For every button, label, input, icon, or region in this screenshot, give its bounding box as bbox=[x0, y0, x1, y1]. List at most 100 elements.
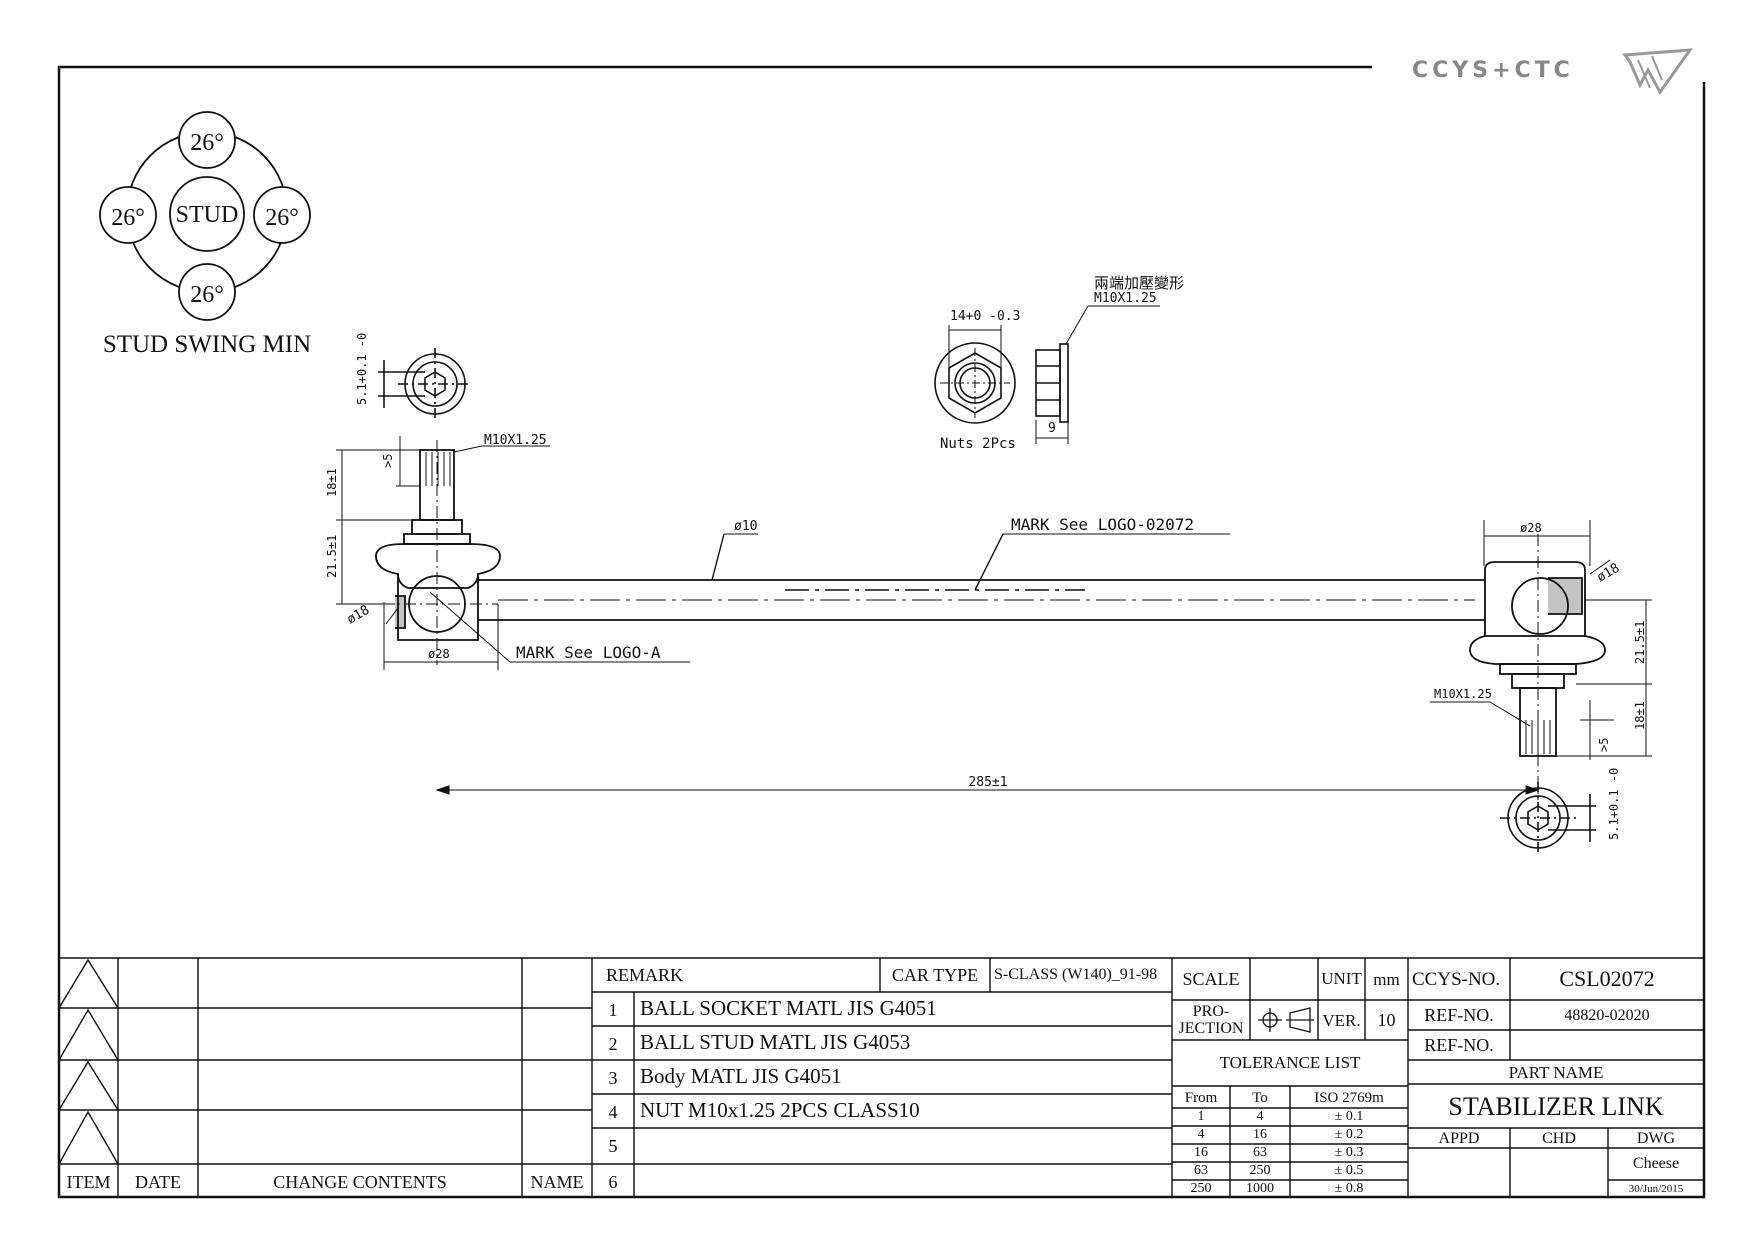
remark-item-no: 6 bbox=[608, 1172, 618, 1192]
projection-label-2: JECTION bbox=[1178, 1020, 1244, 1037]
unit-label: UNIT bbox=[1321, 969, 1362, 988]
dwg-by: Cheese bbox=[1632, 1155, 1680, 1172]
part-name-value: STABILIZER LINK bbox=[1448, 1092, 1664, 1121]
remark-item-no: 4 bbox=[608, 1102, 618, 1122]
tol-header-iso: ISO 2769m bbox=[1314, 1090, 1384, 1106]
dwg-label: DWG bbox=[1636, 1130, 1676, 1147]
chd-label: CHD bbox=[1542, 1130, 1576, 1147]
stud-swing-diagram bbox=[99, 111, 311, 321]
remark-item-text: NUT M10x1.25 2PCS CLASS10 bbox=[640, 1098, 920, 1122]
dim-overall-length: 285±1 bbox=[968, 775, 1007, 790]
left-ball-joint bbox=[375, 440, 501, 665]
tol-to: 4 bbox=[1256, 1109, 1264, 1124]
tol-from: 1 bbox=[1197, 1109, 1205, 1124]
ccys-no-value: CSL02072 bbox=[1559, 966, 1655, 991]
brand-logo-icon bbox=[1622, 48, 1694, 95]
remark-item-text: BALL STUD MATL JIS G4053 bbox=[640, 1030, 911, 1054]
hex-socket-bottom-view bbox=[1500, 782, 1596, 854]
dim-dia28-right: ø28 bbox=[1520, 521, 1542, 535]
ref-no-value-1: 48820-02020 bbox=[1564, 1007, 1650, 1024]
swing-angle-left: 26° bbox=[111, 205, 145, 231]
tol-value: ± 0.2 bbox=[1334, 1127, 1364, 1142]
dim-dia18-left: ø18 bbox=[345, 603, 373, 628]
tol-value: ± 0.8 bbox=[1334, 1181, 1364, 1196]
unit-value: mm bbox=[1373, 970, 1400, 989]
tol-value: ± 0.5 bbox=[1334, 1163, 1364, 1178]
appd-label: APPD bbox=[1438, 1130, 1480, 1147]
remark-item-no: 1 bbox=[608, 1000, 618, 1020]
right-ball-joint bbox=[1469, 534, 1606, 800]
drawing-border bbox=[57, 65, 1706, 1199]
swing-angle-top: 26° bbox=[190, 130, 224, 156]
dim-nut-thickness: 9 bbox=[1048, 421, 1056, 436]
car-type-value: S-CLASS (W140)_91-98 bbox=[994, 966, 1158, 983]
dim-nut-width: 14+0 -0.3 bbox=[950, 309, 1020, 324]
swing-angle-right: 26° bbox=[265, 205, 299, 231]
tol-header-from: From bbox=[1184, 1090, 1218, 1106]
nut-process-note: 兩端加壓變形 bbox=[1094, 274, 1184, 292]
swing-angle-bottom: 26° bbox=[190, 282, 224, 308]
rev-header-date: DATE bbox=[135, 1172, 181, 1192]
nut-quantity-note: Nuts 2Pcs bbox=[940, 436, 1016, 452]
nut-side-view bbox=[1035, 305, 1160, 444]
dim-gt5-left: >5 bbox=[381, 454, 395, 468]
tol-value: ± 0.1 bbox=[1334, 1109, 1364, 1124]
ref-no-label-2: REF-NO. bbox=[1424, 1035, 1494, 1055]
scale-label: SCALE bbox=[1182, 969, 1240, 989]
nut-front-view bbox=[934, 325, 1016, 424]
rod bbox=[478, 533, 1485, 621]
tol-from: 250 bbox=[1190, 1181, 1212, 1196]
tol-to: 63 bbox=[1253, 1145, 1267, 1160]
dim-socket-height-right: 21.5±1 bbox=[1633, 621, 1647, 664]
rev-header-name: NAME bbox=[530, 1172, 584, 1192]
remark-item-text: Body MATL JIS G4051 bbox=[640, 1064, 842, 1088]
right-dim-lines bbox=[1430, 520, 1652, 760]
projection-label: PRO- bbox=[1192, 1003, 1230, 1020]
dim-socket-height: 21.5±1 bbox=[325, 535, 339, 578]
remark-item-no: 5 bbox=[608, 1136, 618, 1156]
tol-header-to: To bbox=[1252, 1090, 1268, 1106]
mark-logo-02072: MARK See LOGO-02072 bbox=[1011, 515, 1194, 534]
nut-thread-spec: M10X1.25 bbox=[1094, 291, 1157, 306]
tol-from: 4 bbox=[1197, 1127, 1205, 1142]
dim-hex-bottom: 5.1+0.1 -0 bbox=[1607, 768, 1621, 840]
drawing-date: 30/Jun/2015 bbox=[1628, 1183, 1684, 1195]
rev-header-item: ITEM bbox=[66, 1172, 111, 1192]
remark-item-no: 2 bbox=[608, 1034, 618, 1054]
car-type-label: CAR TYPE bbox=[891, 965, 979, 985]
mark-logo-a: MARK See LOGO-A bbox=[516, 643, 661, 662]
ref-no-label-1: REF-NO. bbox=[1424, 1005, 1494, 1025]
projection-symbol-icon bbox=[1258, 1007, 1314, 1033]
hex-socket-top-view bbox=[378, 348, 472, 420]
title-block-grid bbox=[58, 957, 1704, 1197]
tolerance-title: TOLERANCE LIST bbox=[1219, 1053, 1361, 1072]
rev-header-change-contents: CHANGE CONTENTS bbox=[273, 1172, 447, 1192]
left-dim-lines bbox=[336, 436, 690, 670]
dim-gt5-right: >5 bbox=[1597, 738, 1611, 752]
remark-label: REMARK bbox=[606, 965, 684, 985]
ver-label: VER. bbox=[1322, 1011, 1361, 1030]
tol-to: 250 bbox=[1249, 1163, 1271, 1178]
tol-to: 16 bbox=[1253, 1127, 1267, 1142]
dim-stud-length: 18±1 bbox=[325, 468, 339, 497]
swing-center-label: STUD bbox=[176, 202, 239, 228]
tol-from: 63 bbox=[1194, 1163, 1208, 1178]
dim-hex-top: 5.1+0.1 -0 bbox=[355, 333, 369, 405]
dim-dia18-right: ø18 bbox=[1595, 561, 1623, 586]
dim-dia28-left: ø28 bbox=[428, 647, 450, 661]
tol-value: ± 0.3 bbox=[1334, 1145, 1364, 1160]
tol-from: 16 bbox=[1194, 1145, 1208, 1160]
dim-thread-right: M10X1.25 bbox=[1434, 687, 1492, 701]
remark-item-text: BALL SOCKET MATL JIS G4051 bbox=[640, 996, 937, 1020]
ver-value: 10 bbox=[1377, 1010, 1396, 1030]
tol-to: 1000 bbox=[1246, 1181, 1274, 1196]
ccys-no-label: CCYS-NO. bbox=[1412, 969, 1501, 990]
brand-logo-text: CCYS+CTC bbox=[1412, 58, 1574, 83]
dim-thread-left: M10X1.25 bbox=[484, 433, 547, 448]
dim-rod-diameter: ø10 bbox=[734, 519, 757, 534]
swing-title: STUD SWING MIN bbox=[103, 331, 311, 358]
dim-stud-length-right: 18±1 bbox=[1633, 701, 1647, 730]
part-name-label: PART NAME bbox=[1508, 1063, 1604, 1082]
remark-item-no: 3 bbox=[608, 1068, 618, 1088]
